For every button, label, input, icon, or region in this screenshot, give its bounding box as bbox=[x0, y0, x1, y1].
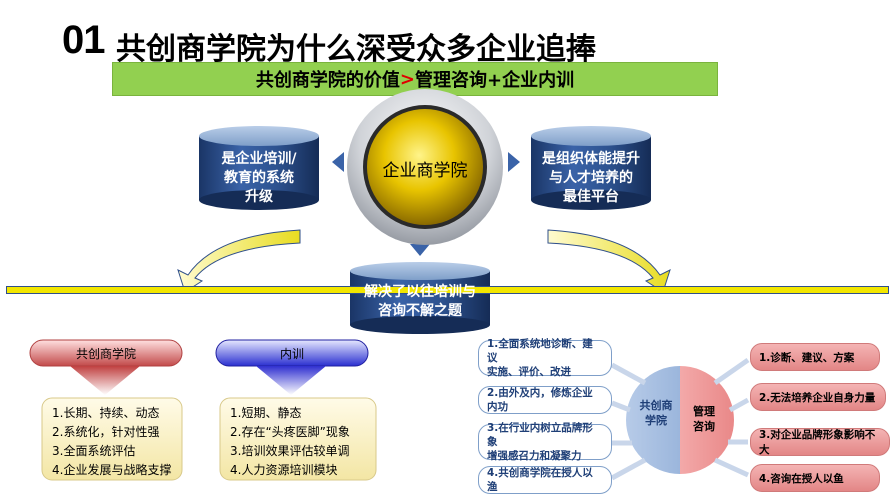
compare-left-line: 实施、评价、改进 bbox=[487, 366, 571, 378]
compare-left-item: 1.全面系统地诊断、建议实施、评价、改进 bbox=[478, 338, 612, 378]
compare-circle bbox=[626, 366, 734, 474]
page-title: 共创商学院为什么深受众多企业追捧 bbox=[116, 32, 596, 67]
compare-connectors bbox=[610, 357, 750, 481]
subtitle-part1: 共创商学院的价值 bbox=[255, 70, 400, 91]
mid-panel-item: 2.存在“头疼医脚”现象 bbox=[230, 425, 350, 439]
compare-right-item: 2.无法培养企业自身力量 bbox=[750, 383, 886, 411]
center-circle-label: 企业商学院 bbox=[382, 161, 468, 181]
compare-left-label: 共创商学院 bbox=[639, 399, 673, 427]
compare-left-item: 4.共创商学院在授人以渔 bbox=[478, 466, 612, 494]
right-cylinder bbox=[531, 126, 651, 210]
mid-panel-box bbox=[219, 397, 377, 481]
compare-left-item: 2.由外及内，修炼企业内功 bbox=[478, 386, 612, 414]
left-panel-item: 1.长期、持续、动态 bbox=[52, 406, 160, 420]
mid-panel-triangle bbox=[256, 366, 326, 395]
right-cylinder-line: 最佳平台 bbox=[563, 189, 619, 205]
mid-panel-list: 1.短期、静态 2.存在“头疼医脚”现象 3.培训效果评估较单调 4.人力资源培… bbox=[220, 398, 376, 480]
compare-right-item: 3.对企业品牌形象影响不大 bbox=[750, 428, 890, 456]
bottom-cylinder bbox=[350, 262, 490, 334]
mid-panel-item: 4.人力资源培训模块 bbox=[230, 463, 338, 477]
left-panel-list: 1.长期、持续、动态 2.系统化，针对性强 3.全面系统评估 4.企业发展与战略… bbox=[42, 398, 182, 480]
arrow-down-icon bbox=[410, 244, 430, 256]
compare-left-line: 3.在行业内树立品牌形象 bbox=[487, 422, 593, 448]
curved-arrow-left-icon bbox=[177, 229, 301, 293]
left-cylinder-line: 升级 bbox=[245, 189, 273, 205]
subtitle-gt: > bbox=[399, 68, 415, 90]
left-cylinder-text: 是企业培训/ 教育的系统 升级 bbox=[199, 150, 319, 207]
right-cylinder-text: 是组织体能提升 与人才培养的 最佳平台 bbox=[527, 150, 655, 207]
left-cylinder-line: 是企业培训/ bbox=[221, 151, 297, 167]
left-panel-item: 2.系统化，针对性强 bbox=[52, 425, 160, 439]
compare-right-item: 4.咨询在授人以鱼 bbox=[750, 464, 880, 492]
compare-right-item: 1.诊断、建议、方案 bbox=[750, 343, 880, 371]
compare-left-line: 2.由外及内，修炼企业内功 bbox=[487, 387, 593, 413]
timeline-bar bbox=[6, 286, 889, 294]
left-panel-box bbox=[41, 397, 183, 481]
compare-left-item: 3.在行业内树立品牌形象增强感召力和凝聚力 bbox=[478, 422, 612, 462]
left-panel-triangle bbox=[70, 366, 140, 395]
mid-panel-item: 3.培训效果评估较单调 bbox=[230, 444, 350, 458]
compare-right-label: 管理咨询 bbox=[693, 405, 715, 433]
left-panel-header: 共创商学院 bbox=[75, 346, 136, 361]
right-cylinder-line: 是组织体能提升 bbox=[542, 151, 640, 167]
curved-arrow-right-icon bbox=[547, 229, 671, 293]
left-cylinder bbox=[199, 126, 319, 210]
bottom-cylinder-text: 解决了以往培训与 咨询不解之题 bbox=[350, 283, 490, 321]
compare-left-line: 增强感召力和凝聚力 bbox=[487, 450, 582, 462]
center-circle bbox=[347, 89, 503, 245]
subtitle-part2: 管理咨询+企业内训 bbox=[415, 70, 575, 91]
left-panel-item: 3.全面系统评估 bbox=[52, 444, 136, 458]
mid-panel-item: 1.短期、静态 bbox=[230, 406, 302, 420]
right-cylinder-line: 与人才培养的 bbox=[549, 170, 633, 186]
compare-left-line: 4.共创商学院在授人以渔 bbox=[487, 467, 593, 493]
arrow-left-icon bbox=[332, 152, 344, 172]
mid-panel-header: 内训 bbox=[279, 346, 304, 361]
section-number: 01 bbox=[62, 18, 105, 62]
bottom-cylinder-line: 咨询不解之题 bbox=[378, 303, 462, 319]
left-panel-item: 4.企业发展与战略支撑 bbox=[52, 463, 172, 477]
bottom-cylinder-line: 解决了以往培训与 bbox=[364, 284, 476, 300]
arrow-right-icon bbox=[508, 152, 520, 172]
compare-left-line: 1.全面系统地诊断、建议 bbox=[487, 338, 593, 364]
left-cylinder-line: 教育的系统 bbox=[224, 170, 294, 186]
